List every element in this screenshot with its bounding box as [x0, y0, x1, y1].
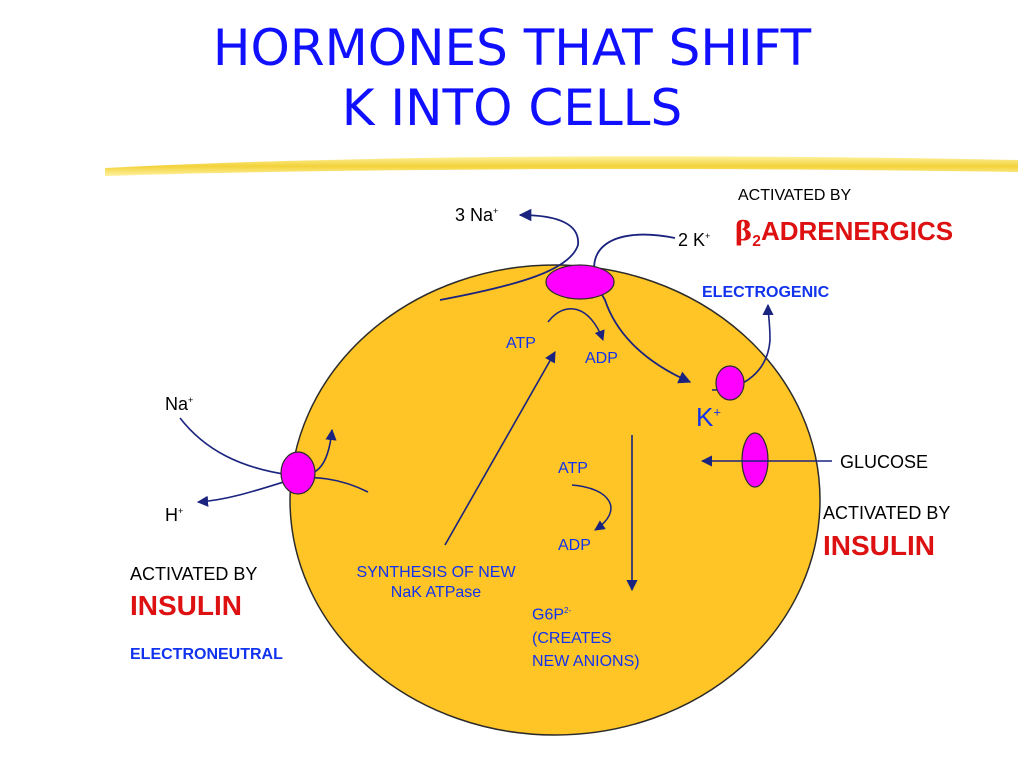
- g6p-label: G6P2-: [532, 606, 572, 624]
- k-influx-path: [593, 233, 692, 384]
- electrogenic-label: ELECTROGENIC: [702, 284, 830, 301]
- h-out-label: H+: [165, 505, 184, 525]
- intracellular-k-label: K+: [696, 402, 721, 432]
- adrenergic-activated-by: ACTIVATED BY: [738, 187, 852, 204]
- glucose-atp-label: ATP: [558, 460, 588, 477]
- title-line-2: K INTO CELLS: [341, 79, 683, 137]
- g6p-note-line-1: (CREATES: [532, 630, 612, 647]
- pump-atp-label: ATP: [506, 335, 536, 352]
- k-channel: [715, 365, 745, 401]
- glucose-activated-by: ACTIVATED BY: [823, 503, 951, 523]
- glucose-insulin-label: INSULIN: [823, 530, 935, 561]
- page-title: HORMONES THAT SHIFT K INTO CELLS: [0, 18, 1024, 138]
- na-out-label: 3 Na+: [455, 205, 499, 225]
- na-k-pump: [545, 264, 615, 300]
- atp-to-adp-top-arrow: [547, 308, 605, 341]
- electroneutral-label: ELECTRONEUTRAL: [130, 646, 283, 663]
- na-efflux-path: [439, 208, 579, 301]
- glucose-label: GLUCOSE: [840, 452, 929, 472]
- synthesis-arrow: [444, 351, 556, 546]
- g6p-note-line-2: NEW ANIONS): [532, 653, 640, 670]
- na-h-exchanger: [280, 451, 316, 495]
- glucose-transporter: [741, 432, 769, 488]
- title-line-1: HORMONES THAT SHIFT: [212, 19, 812, 77]
- title-underline-highlight: [105, 156, 1018, 176]
- atp-to-adp-glucose-arrow: [571, 484, 612, 531]
- pump-adp-label: ADP: [585, 350, 618, 367]
- beta2-adrenergics-label: β2ADRENERGICS: [735, 216, 954, 251]
- glucose-adp-label: ADP: [558, 537, 591, 554]
- k-in-label: 2 K+: [678, 230, 711, 250]
- exchanger-insulin-label: INSULIN: [130, 590, 242, 621]
- na-in-label: Na+: [165, 394, 194, 414]
- exchanger-activated-by: ACTIVATED BY: [130, 564, 258, 584]
